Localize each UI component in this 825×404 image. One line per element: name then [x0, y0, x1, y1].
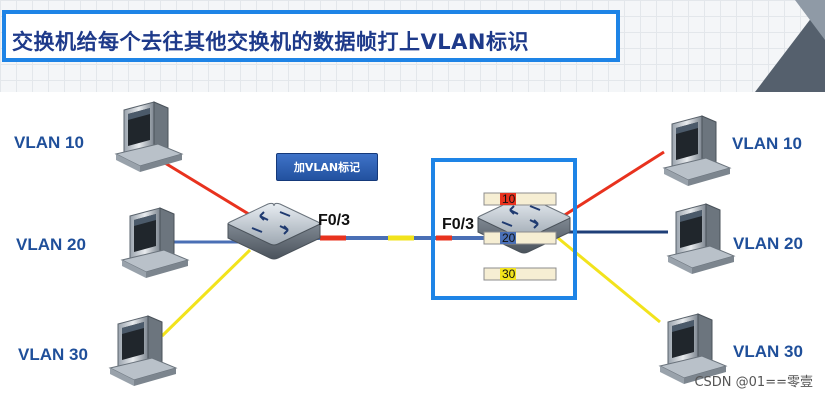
add-vlan-tag-label: 加VLAN标记	[276, 153, 378, 181]
right-switch-highlight	[431, 158, 577, 300]
vlan-label-left-20: VLAN 20	[16, 235, 86, 254]
pc-icon	[109, 315, 177, 387]
corner-decoration	[755, 0, 825, 92]
frame-tag-label: 10	[502, 192, 516, 206]
pc-icon	[115, 101, 183, 173]
pc-icon	[667, 203, 735, 275]
watermark: CSDN @01==零壹	[694, 375, 813, 390]
port-label-right: F0/3	[442, 216, 475, 233]
vlan-label-left-30: VLAN 30	[18, 345, 88, 364]
switch-icon-left	[227, 202, 321, 260]
vlan-label-right-30: VLAN 30	[733, 342, 803, 361]
frame-tag-label: 30	[502, 267, 516, 281]
link-right-vlan10	[559, 150, 665, 220]
pc-icon	[663, 115, 731, 187]
title-box: 交换机给每个去往其他交换机的数据帧打上VLAN标识	[2, 10, 620, 62]
vlan-label-right-20: VLAN 20	[733, 234, 803, 253]
link-left-vlan30	[160, 248, 252, 338]
diagram-svg: 10 20 30	[109, 101, 735, 387]
network-diagram: 10 20 30 VLAN 10 VLAN 20 VLAN 30 VLAN 10…	[0, 92, 825, 400]
frame-tag-label: 20	[502, 231, 516, 245]
vlan-label-left-10: VLAN 10	[14, 133, 84, 152]
page-title: 交换机给每个去往其他交换机的数据帧打上VLAN标识	[12, 30, 529, 54]
frame-tag-10-marker	[500, 193, 516, 205]
port-label-left: F0/3	[318, 212, 351, 229]
frame-tag-30-marker	[500, 268, 516, 280]
vlan-label-right-10: VLAN 10	[732, 134, 802, 153]
frame-tag-20-marker	[500, 232, 516, 244]
